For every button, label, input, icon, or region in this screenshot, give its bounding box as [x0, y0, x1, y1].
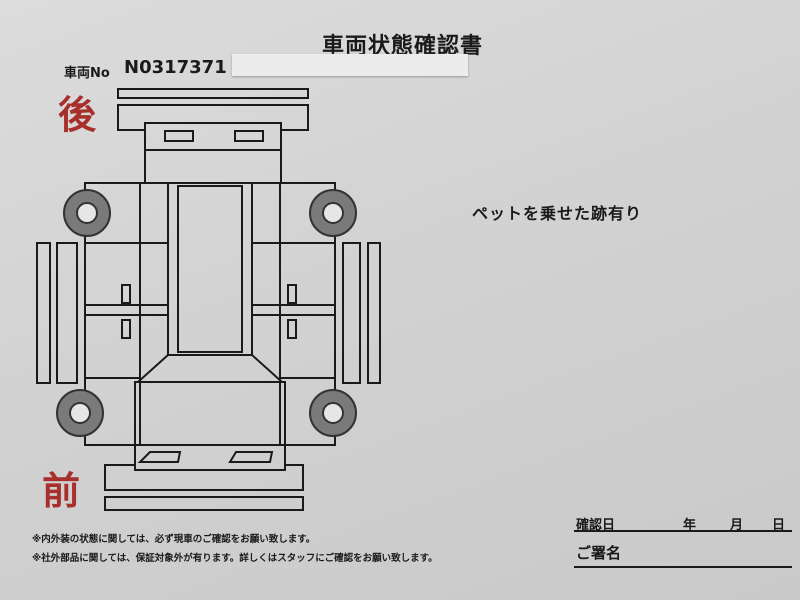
rear-mark: 後	[58, 93, 97, 137]
signature-label: ご署名	[576, 544, 622, 562]
wheel-icon	[309, 189, 357, 237]
redaction-sticker	[232, 54, 468, 76]
footnote: ※内外装の状態に関しては、必ず現車のご確認をお願い致します。	[32, 534, 316, 545]
wheel-icon	[309, 389, 357, 437]
date-line	[574, 530, 792, 532]
body	[84, 182, 336, 446]
wheel-icon	[56, 389, 104, 437]
wheel-icon	[63, 189, 111, 237]
vehicle-no-label: 車両No	[64, 66, 110, 81]
vehicle-no: N0317371	[124, 57, 227, 78]
footnote: ※社外部品に関しては、保証対象外が有ります。詳しくはスタッフにご確認をお願い致し…	[32, 553, 438, 564]
condition-note: ペットを乗せた跡有り	[472, 204, 643, 223]
front-bumper	[104, 464, 304, 511]
wheels	[56, 189, 357, 437]
confirm-date-label: 確認日	[576, 518, 616, 533]
day-label: 日	[772, 518, 786, 533]
year-label: 年	[683, 518, 697, 533]
front-mark: 前	[42, 469, 81, 513]
month-label: 月	[730, 518, 744, 533]
signature-line	[574, 566, 792, 568]
side-strips	[36, 242, 381, 384]
hood	[134, 354, 286, 471]
trunk	[144, 122, 282, 184]
